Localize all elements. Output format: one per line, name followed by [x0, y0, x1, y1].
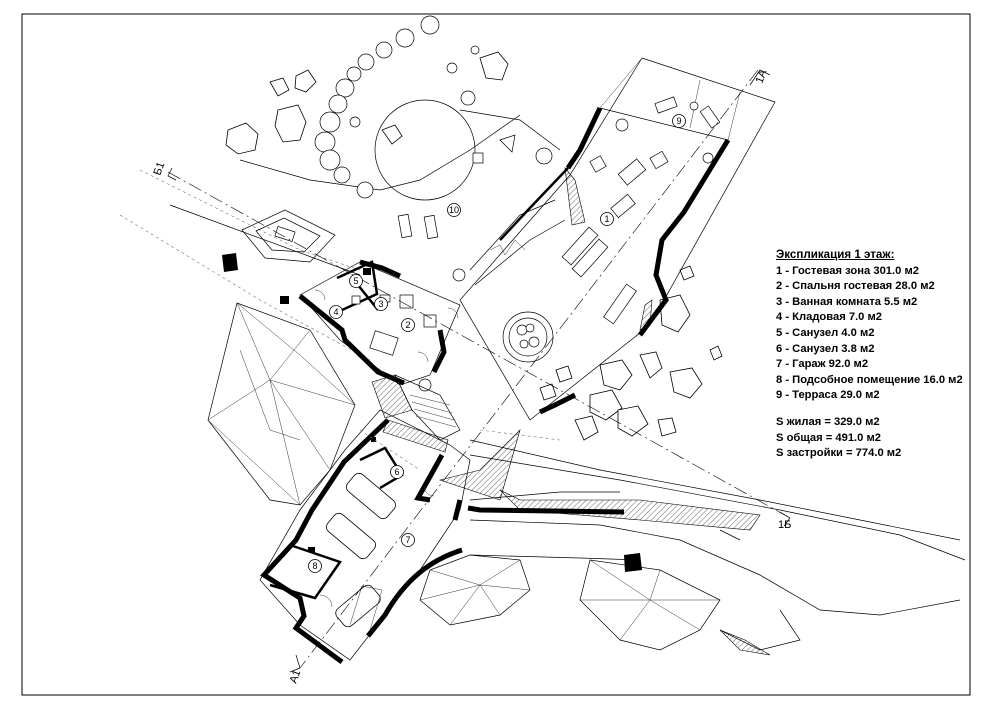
legend-room-9: 9 - Терраса 29.0 м2 — [776, 389, 880, 402]
legend-room-6: 6 - Санузел 3.8 м2 — [776, 342, 875, 355]
svg-text:9: 9 — [676, 116, 681, 126]
room-marker-3: 3 — [374, 297, 388, 311]
room-marker-5: 5 — [349, 274, 363, 288]
room-marker-2: 2 — [401, 318, 415, 332]
section-label-a-top: 1А — [754, 68, 770, 85]
legend-area-footprint: S застройки = 774.0 м2 — [776, 447, 902, 460]
room-marker-8: 8 — [308, 559, 322, 573]
legend-room-5: 5 - Санузел 4.0 м2 — [776, 326, 875, 339]
svg-text:5: 5 — [353, 276, 358, 286]
room-marker-4: 4 — [329, 305, 343, 319]
room-marker-9: 9 — [672, 114, 686, 128]
legend-room-8: 8 - Подсобное помещение 16.0 м2 — [776, 373, 963, 386]
svg-text:6: 6 — [394, 467, 399, 477]
section-label-a-bottom: А1 — [288, 668, 304, 685]
legend-area-total: S общая = 491.0 м2 — [776, 431, 881, 444]
pool-court — [241, 209, 336, 263]
legend-area-living: S жилая = 329.0 м2 — [776, 415, 880, 428]
svg-text:1: 1 — [604, 214, 609, 224]
svg-text:7: 7 — [405, 535, 410, 545]
svg-text:10: 10 — [449, 205, 459, 215]
circular-lawn — [374, 99, 516, 240]
trees — [314, 15, 553, 199]
rocks — [225, 51, 723, 441]
section-lines — [167, 69, 791, 673]
road — [467, 491, 641, 561]
svg-text:3: 3 — [378, 299, 383, 309]
legend-room-7: 7 - Гараж 92.0 м2 — [776, 358, 869, 371]
svg-text:4: 4 — [333, 307, 338, 317]
room-marker-10: 10 — [447, 203, 461, 217]
site-lines — [119, 109, 966, 616]
legend-spacer — [776, 404, 963, 415]
svg-text:8: 8 — [312, 561, 317, 571]
room-marker-1: 1 — [600, 212, 614, 226]
svg-text:2: 2 — [405, 320, 410, 330]
drawing-frame — [21, 13, 971, 696]
room-marker-6: 6 — [390, 465, 404, 479]
legend-room-1: 1 - Гостевая зона 301.0 м2 — [776, 264, 919, 277]
legend-title: Экспликация 1 этаж: — [776, 248, 895, 261]
legend-room-3: 3 - Ванная комната 5.5 м2 — [776, 295, 918, 308]
section-label-b-right: 1Б — [778, 519, 791, 531]
guest-wing — [418, 57, 776, 421]
link-corridor — [371, 374, 461, 453]
garage-block — [259, 409, 471, 665]
room-marker-7: 7 — [401, 533, 415, 547]
terrain-mesh — [207, 302, 801, 656]
room-schedule-legend: Экспликация 1 этаж: 1 - Гостевая зона 30… — [776, 247, 963, 462]
legend-room-2: 2 - Спальня гостевая 28.0 м2 — [776, 280, 935, 293]
bedroom-block — [280, 259, 461, 386]
legend-room-4: 4 - Кладовая 7.0 м2 — [776, 311, 883, 324]
section-label-b-left: Б1 — [152, 160, 168, 177]
